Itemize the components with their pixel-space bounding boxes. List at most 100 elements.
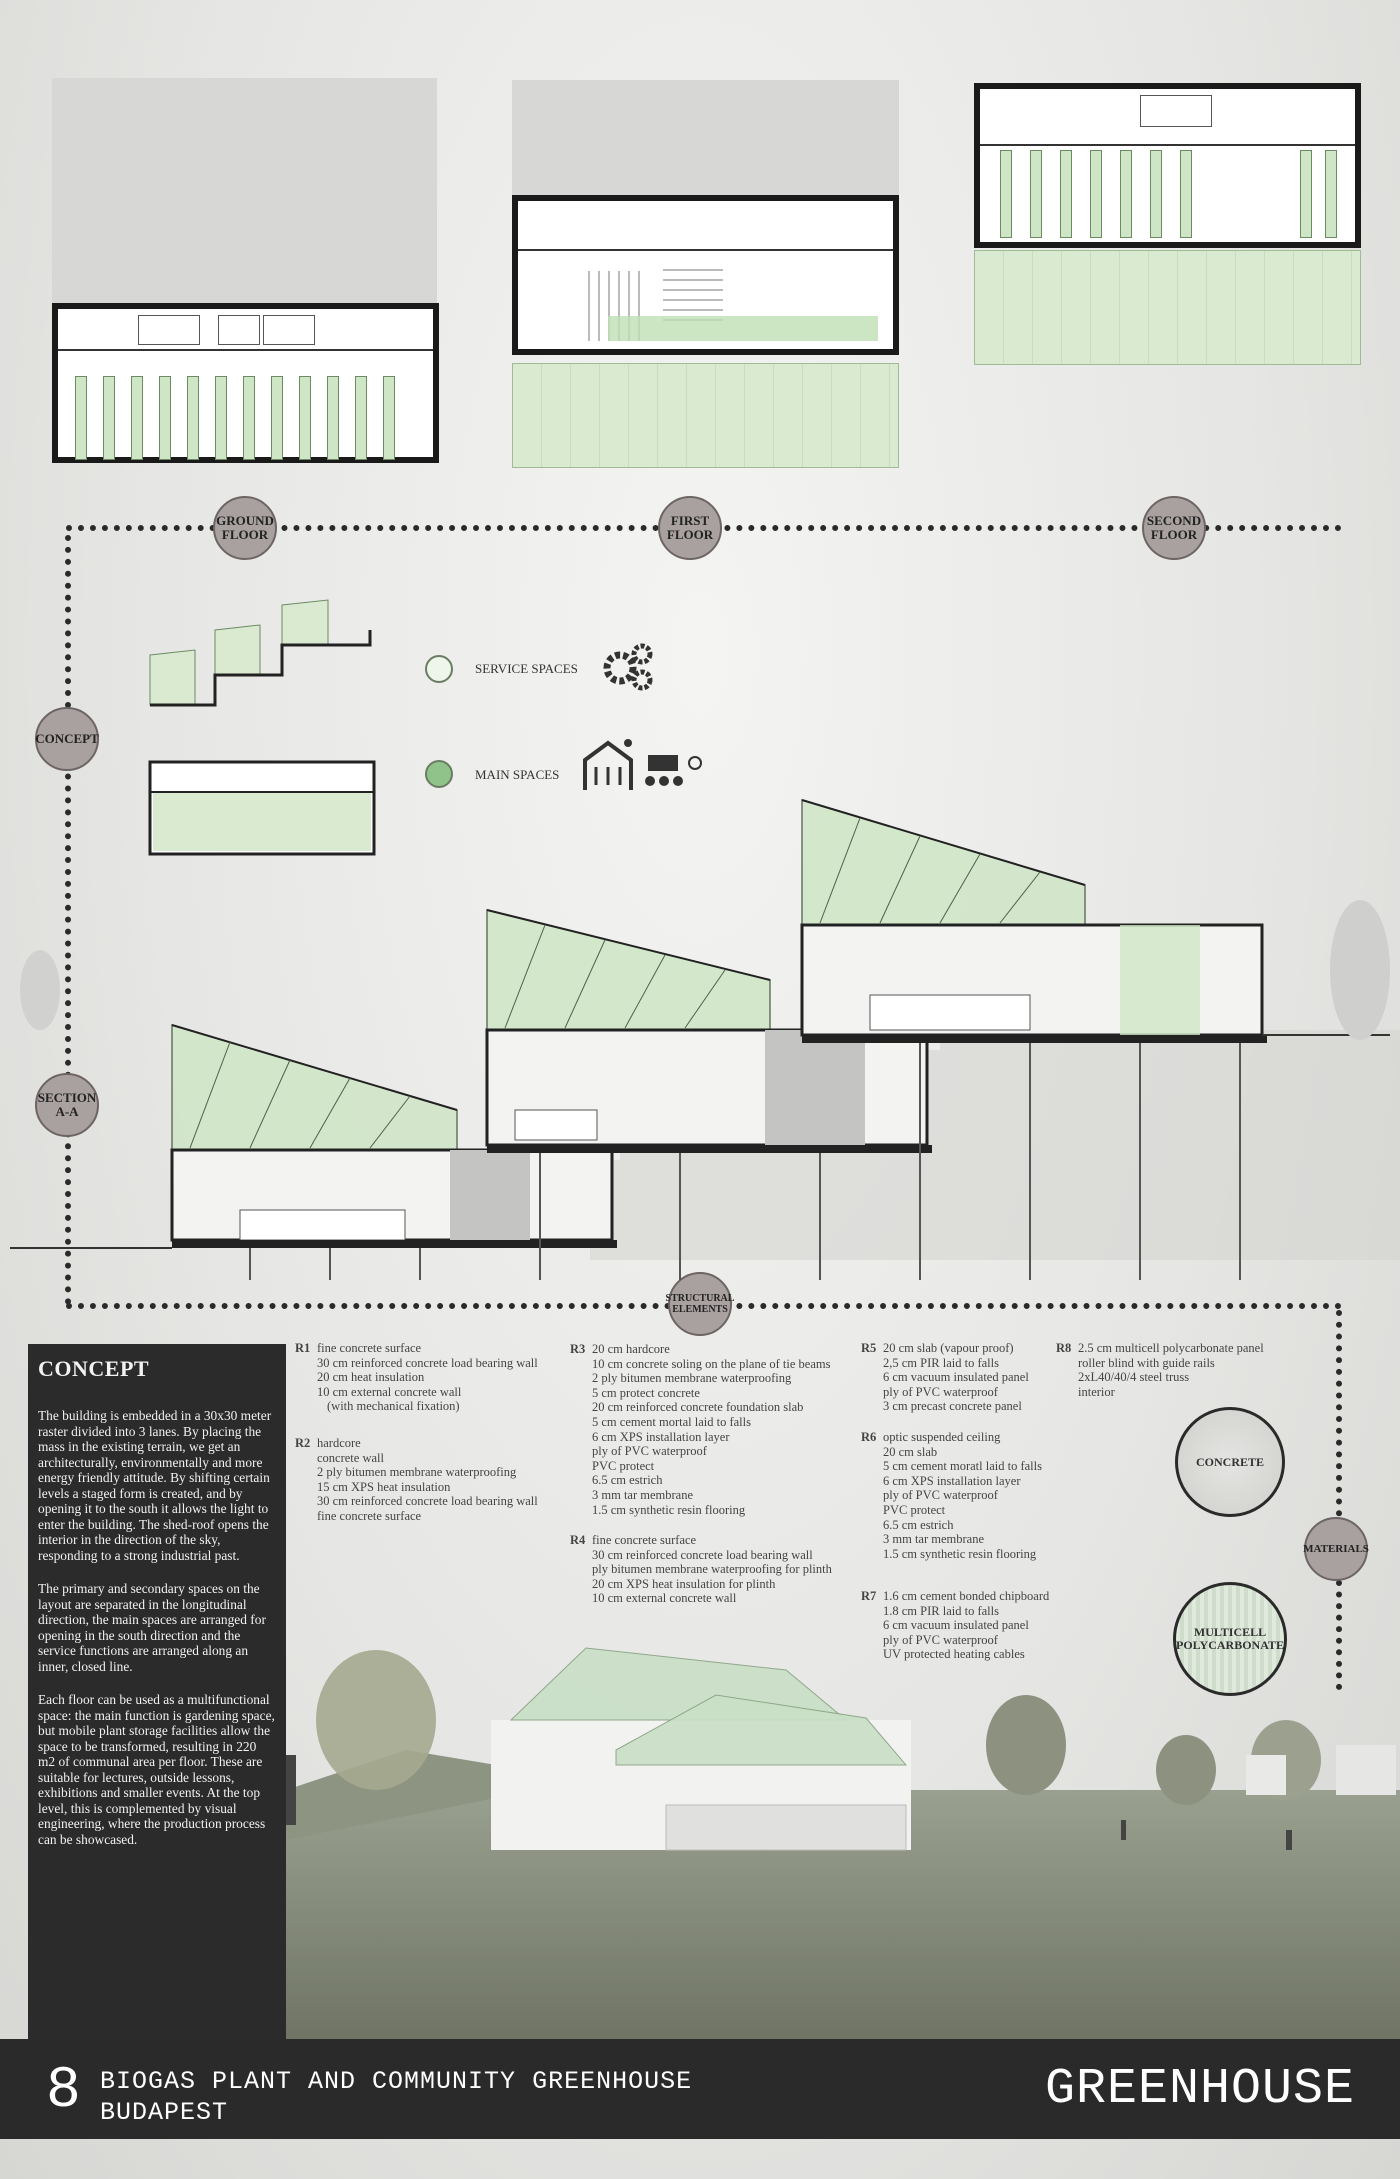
structural-label-line2: ELEMENTS: [672, 1304, 728, 1315]
material-r4: R4 fine concrete surface 30 cm reinforced…: [570, 1533, 832, 1606]
r3-line3: 2 ply bitumen membrane waterproofing: [592, 1371, 792, 1386]
r3-line5: 20 cm reinforced concrete foundation sla…: [592, 1400, 804, 1415]
r8-line3: 2xL40/40/4 steel truss: [1078, 1370, 1190, 1385]
gears-icon: [603, 643, 653, 691]
second-plan-terrace: [974, 250, 1361, 365]
sheet-title: GREENHOUSE: [1044, 2061, 1355, 2118]
second-floor-label-line1: SECOND: [1146, 513, 1202, 528]
r4-key: R4: [570, 1533, 586, 1547]
r6-line7: 6.5 cm estrich: [883, 1517, 954, 1532]
r6-line6: PVC protect: [883, 1502, 946, 1517]
r2-line4: 15 cm XPS heat insulation: [317, 1479, 451, 1494]
r2-line3: 2 ply bitumen membrane waterproofing: [317, 1465, 517, 1480]
r5-line1: 20 cm slab (vapour proof): [883, 1341, 1014, 1355]
plan-diagram: [148, 760, 376, 856]
r2-line6: fine concrete surface: [317, 1508, 422, 1523]
r1-line2: 30 cm reinforced concrete load bearing w…: [317, 1355, 538, 1370]
concept-panel: CONCEPT The building is embedded in a 30…: [28, 1344, 286, 2039]
greenhouse-community-icon: [583, 739, 702, 790]
r5-key: R5: [861, 1341, 877, 1355]
r6-line2: 20 cm slab: [883, 1444, 938, 1459]
r6-line9: 1.5 cm synthetic resin flooring: [883, 1546, 1037, 1561]
first-plan-context: [512, 80, 899, 195]
staged-form-diagram: [149, 599, 372, 707]
main-spaces-swatch: [425, 760, 453, 788]
first-floor-label-line2: FLOOR: [666, 527, 714, 542]
concept-paragraph-1: The building is embedded in a 30x30 mete…: [38, 1408, 272, 1563]
concept-title: CONCEPT: [38, 1356, 150, 1381]
concrete-sample: CONCRETE: [1175, 1407, 1285, 1517]
concept-label-text: CONCEPT: [35, 731, 99, 746]
poly-sample-line1: MULTICELL: [1193, 1625, 1267, 1639]
materials-label-text: MATERIALS: [1303, 1543, 1369, 1555]
poly-sample-line2: POLYCARBONATE: [1175, 1638, 1285, 1652]
material-r1: R1 fine concrete surface 30 cm reinforced…: [295, 1341, 538, 1414]
r5-line3: 6 cm vacuum insulated panel: [883, 1370, 1029, 1385]
r8-line2: roller blind with guide rails: [1078, 1355, 1215, 1370]
landscape-render: [286, 1647, 1400, 2040]
material-r2: R2 hardcore concrete wall 2 ply bitumen m…: [295, 1436, 538, 1524]
r3-line7: 6 cm XPS installation layer: [592, 1429, 730, 1444]
project-title: BIOGAS PLANT AND COMMUNITY GREENHOUSE: [100, 2067, 693, 2096]
second-floor-label-line2: FLOOR: [1150, 527, 1198, 542]
material-r8: R8 2.5 cm multicell polycarbonate panel r…: [1056, 1341, 1264, 1399]
project-location: BUDAPEST: [100, 2098, 229, 2127]
r1-key: R1: [295, 1341, 311, 1355]
r5-line5: 3 cm precast concrete panel: [883, 1399, 1022, 1414]
concept-label: CONCEPT: [35, 707, 99, 771]
r3-line2: 10 cm concrete soling on the plane of ti…: [592, 1356, 831, 1371]
r1-line5: (with mechanical fixation): [327, 1399, 460, 1414]
dotted-line-right: [1336, 1310, 1342, 1540]
footer-bar: 8 BIOGAS PLANT AND COMMUNITY GREENHOUSE …: [0, 2039, 1400, 2139]
concept-paragraph-3: Each floor can be used as a multifunctio…: [38, 1692, 275, 1847]
sheet-number: 8: [46, 2059, 81, 2124]
r2-key: R2: [295, 1436, 311, 1450]
section-geometry: [10, 798, 1390, 1280]
r3-line8: ply of PVC waterproof: [592, 1444, 707, 1459]
ground-plan-context: [52, 78, 437, 303]
r6-line1: optic suspended ceiling: [883, 1430, 1001, 1444]
r4-line3: ply bitumen membrane waterproofing for p…: [592, 1562, 832, 1577]
r4-line5: 10 cm external concrete wall: [592, 1591, 737, 1606]
r8-line4: interior: [1078, 1384, 1115, 1399]
r3-line1: 20 cm hardcore: [592, 1342, 670, 1356]
r7-line3: 6 cm vacuum insulated panel: [883, 1618, 1029, 1633]
r8-key: R8: [1056, 1341, 1072, 1355]
r6-key: R6: [861, 1430, 877, 1444]
r8-line1: 2.5 cm multicell polycarbonate panel: [1078, 1341, 1264, 1355]
r3-line10: 6.5 cm estrich: [592, 1473, 663, 1488]
r1-line4: 10 cm external concrete wall: [317, 1384, 462, 1399]
section-label-line1: SECTION: [37, 1090, 97, 1105]
r3-line9: PVC protect: [592, 1458, 655, 1473]
r1-line1: fine concrete surface: [317, 1341, 422, 1355]
first-floor-label-line1: FIRST: [670, 513, 710, 528]
first-plan-building: [512, 195, 899, 355]
r6-line5: ply of PVC waterproof: [883, 1488, 998, 1503]
r7-line1: 1.6 cm cement bonded chipboard: [883, 1589, 1050, 1603]
service-spaces-label: SERVICE SPACES: [475, 661, 578, 676]
r2-line1: hardcore: [317, 1436, 361, 1450]
service-spaces-swatch: [425, 655, 453, 683]
section-label-line2: A-A: [55, 1104, 79, 1119]
r7-line4: ply of PVC waterproof: [883, 1632, 998, 1647]
r4-line1: fine concrete surface: [592, 1533, 697, 1547]
concept-paragraph-2: The primary and secondary spaces on the …: [38, 1581, 266, 1674]
r6-line8: 3 mm tar membrane: [883, 1532, 985, 1547]
r7-line5: UV protected heating cables: [883, 1647, 1025, 1662]
r2-line5: 30 cm reinforced concrete load bearing w…: [317, 1494, 538, 1509]
r6-line4: 6 cm XPS installation layer: [883, 1473, 1021, 1488]
concrete-sample-label: CONCRETE: [1195, 1454, 1264, 1469]
r3-line11: 3 mm tar membrane: [592, 1487, 694, 1502]
structural-label-line1: STRUCTURAL: [665, 1293, 735, 1304]
dotted-line-right-lower: [1336, 1580, 1342, 1690]
r2-line2: concrete wall: [317, 1450, 384, 1465]
first-plan-terrace: [512, 363, 899, 468]
r3-line12: 1.5 cm synthetic resin flooring: [592, 1502, 746, 1517]
r4-line2: 30 cm reinforced concrete load bearing w…: [592, 1547, 813, 1562]
